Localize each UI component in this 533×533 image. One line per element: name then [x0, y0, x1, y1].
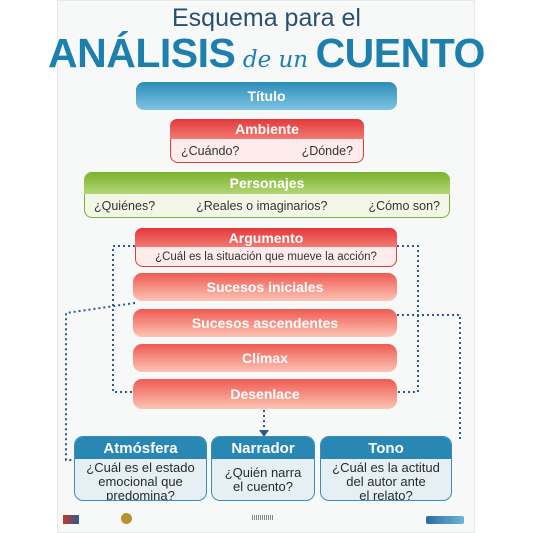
argumento-question: ¿Cuál es la situación que mueve la acció…: [135, 247, 397, 267]
personajes-questions: ¿Quiénes? ¿Reales o imaginarios? ¿Cómo s…: [84, 194, 450, 218]
footer-logos-left: [63, 515, 79, 524]
tono-header: Tono: [321, 437, 451, 459]
left-bracket-outer: [65, 302, 136, 461]
personajes-q-reales: ¿Reales o imaginarios?: [196, 198, 328, 213]
personajes-q-quienes: ¿Quiénes?: [94, 198, 156, 213]
atmosfera-line-2: emocional que: [98, 474, 183, 489]
ambiente-questions: ¿Cuándo? ¿Dónde?: [170, 139, 364, 163]
footer-barcode: [252, 515, 274, 520]
tono-question: ¿Cuál es la actitud del autor ante el re…: [321, 459, 451, 501]
personajes-q-como: ¿Cómo son?: [368, 198, 440, 213]
atmosfera-line-1: ¿Cuál es el estado: [86, 460, 195, 475]
personajes-header: Personajes: [84, 172, 450, 194]
title-word-analisis: ANÁLISIS: [48, 30, 236, 76]
step-desenlace: Desenlace: [133, 379, 397, 409]
narrador-header: Narrador: [212, 437, 314, 459]
step-climax: Clímax: [133, 344, 397, 372]
ambiente-q-donde: ¿Dónde?: [301, 143, 353, 158]
argumento-header: Argumento: [135, 228, 397, 247]
title-line-2: ANÁLISIS de un CUENTO: [0, 30, 533, 77]
tono-line-3: el relato?: [359, 488, 413, 501]
footer-publisher-logo: [426, 516, 464, 524]
step-sucesos-iniciales: Sucesos iniciales: [133, 273, 397, 301]
titulo-box: Título: [136, 82, 397, 110]
center-arrow: [259, 430, 269, 437]
tono-box: Tono ¿Cuál es la actitud del autor ante …: [320, 436, 452, 501]
right-bracket-outer: [397, 314, 461, 440]
title-word-cuento: CUENTO: [315, 30, 486, 76]
step-sucesos-ascendentes: Sucesos ascendentes: [133, 309, 397, 337]
atmosfera-header: Atmósfera: [75, 437, 206, 459]
atmosfera-line-3: predomina?: [106, 488, 175, 501]
ambiente-q-cuando: ¿Cuándo?: [181, 143, 240, 158]
narrador-box: Narrador ¿Quién narra el cuento?: [211, 436, 315, 501]
tono-line-2: del autor ante: [346, 474, 426, 489]
title-line-1: Esquema para el: [171, 4, 361, 32]
narrador-line-2: el cuento?: [233, 479, 293, 494]
atmosfera-question: ¿Cuál es el estado emocional que predomi…: [75, 459, 206, 501]
footer-seal-icon: [121, 513, 132, 524]
narrador-question: ¿Quién narra el cuento?: [212, 459, 314, 494]
ambiente-header: Ambiente: [170, 119, 364, 139]
narrador-line-1: ¿Quién narra: [224, 465, 302, 480]
left-bracket-inner: [112, 245, 135, 393]
title-word-de-un: de un: [242, 47, 309, 73]
atmosfera-box: Atmósfera ¿Cuál es el estado emocional q…: [74, 436, 207, 501]
tono-line-1: ¿Cuál es la actitud: [332, 460, 440, 475]
right-bracket-inner: [397, 245, 419, 393]
